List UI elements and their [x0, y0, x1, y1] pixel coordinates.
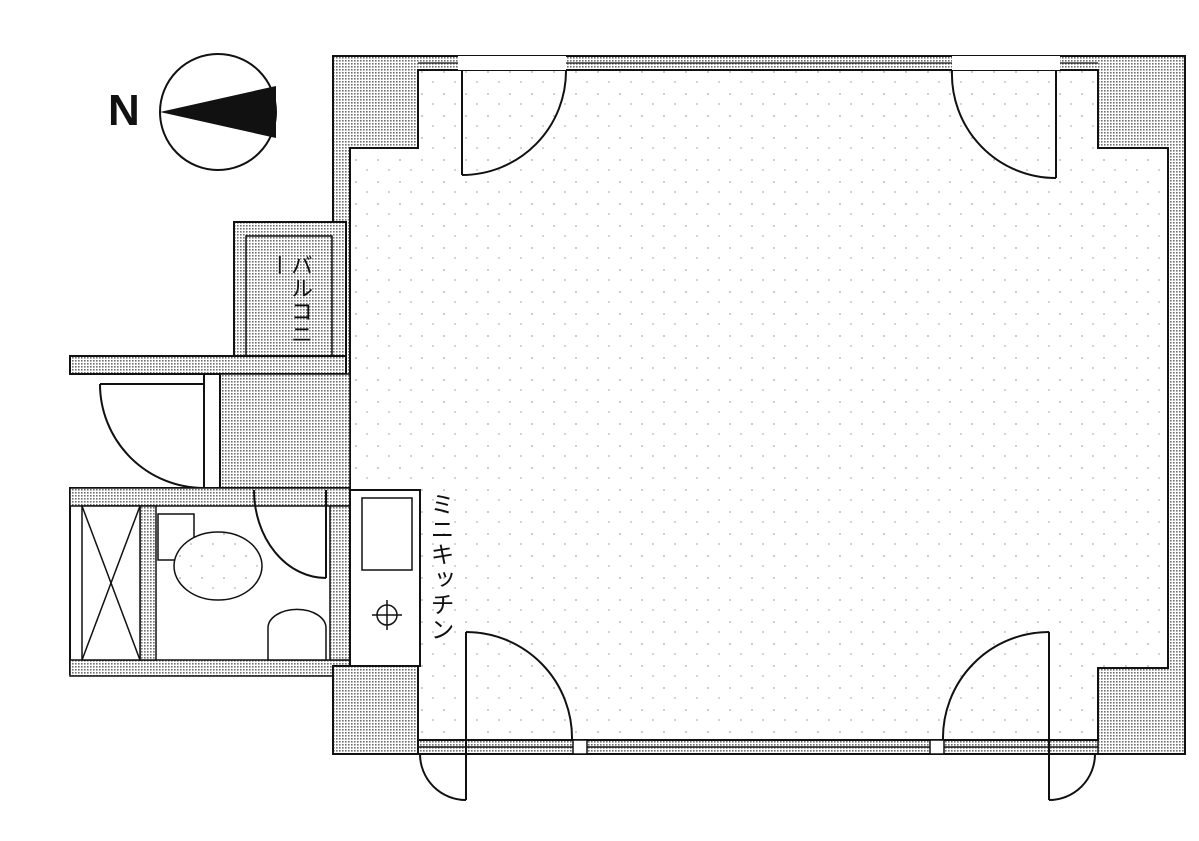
bathroom [69, 487, 351, 677]
mini-kitchen-label: ミニキッチン [426, 492, 454, 642]
lower-left-wall [332, 665, 419, 755]
main-room-walls [332, 55, 1186, 755]
bottom-right-door [941, 631, 1096, 801]
main-room-floor [349, 69, 1169, 741]
top-left-door [458, 56, 568, 176]
balcony-label: バルコニー [265, 254, 312, 346]
north-label: N [108, 86, 140, 135]
balcony [233, 221, 347, 361]
top-right-door [950, 56, 1060, 179]
entrance-wall [69, 355, 351, 491]
bottom-left-door [419, 631, 574, 801]
north-compass-icon [159, 53, 277, 171]
mini-kitchen [349, 489, 421, 667]
entrance-door [99, 383, 205, 489]
